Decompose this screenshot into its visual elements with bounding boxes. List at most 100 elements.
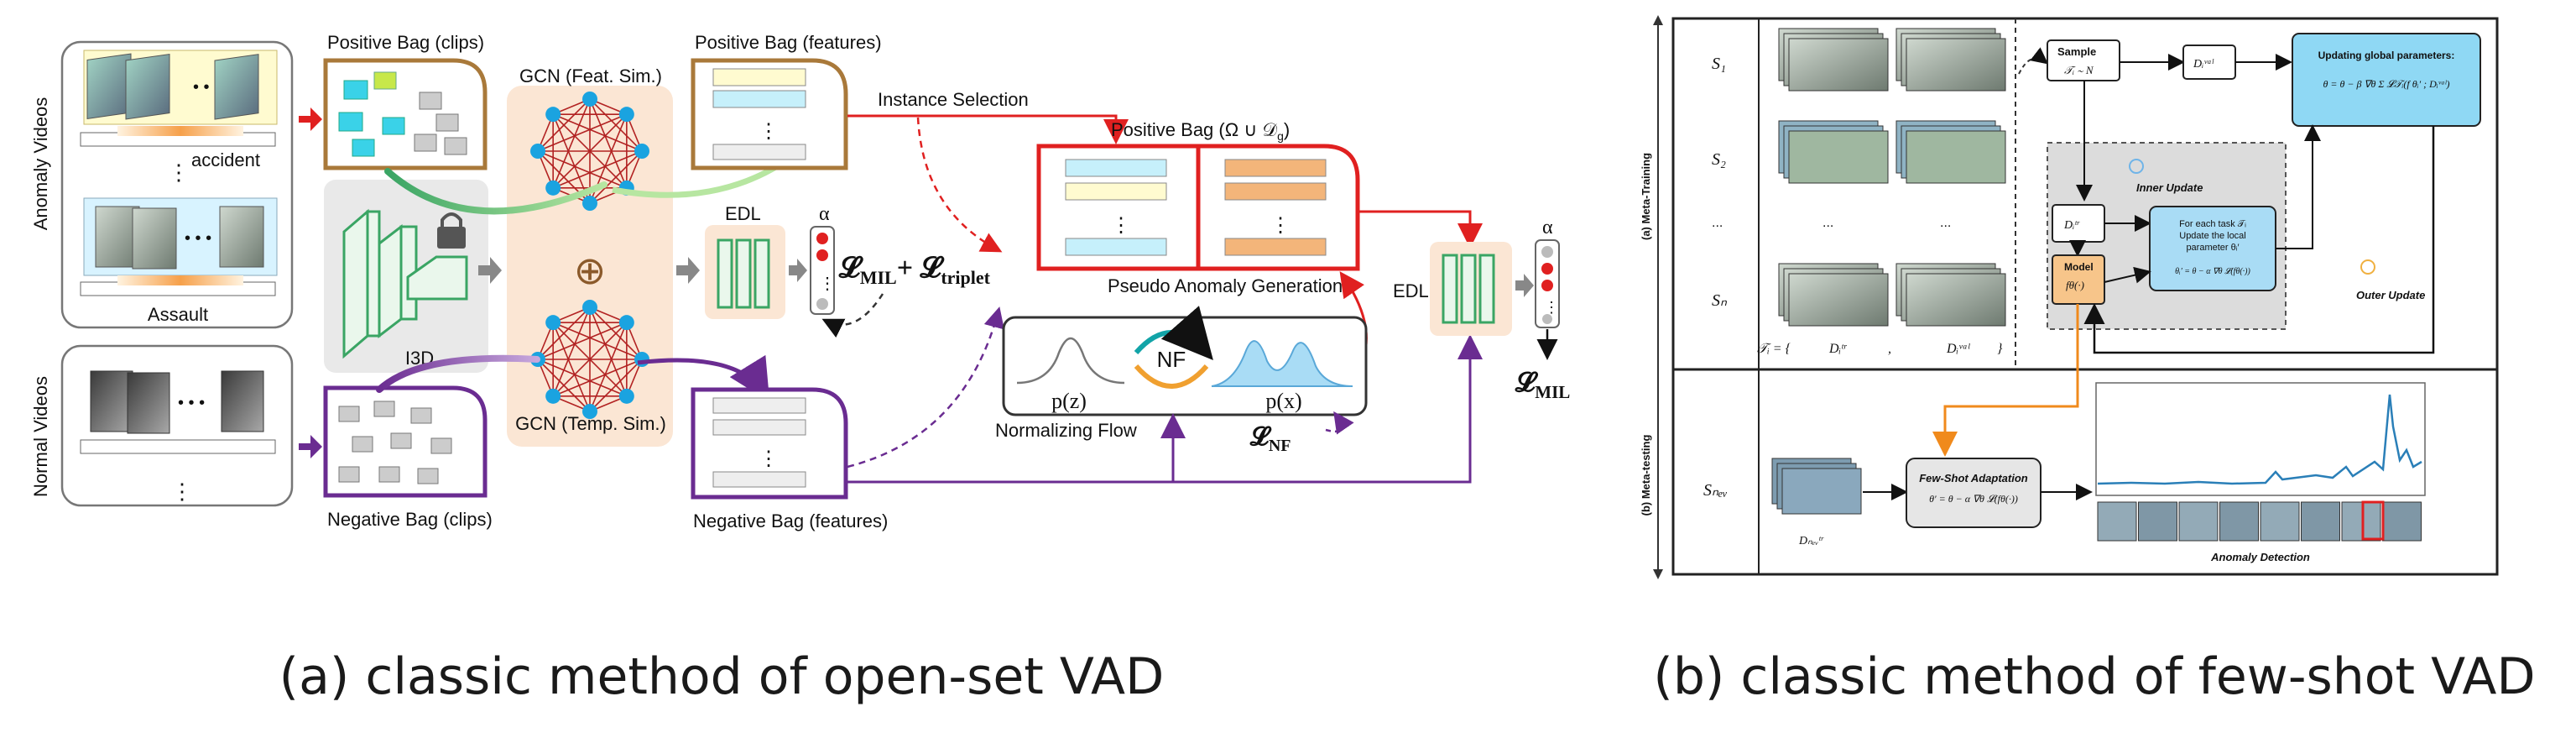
nf-cycle-arrow-top [1134,306,1213,361]
arrow-edl2-to-alpha [1515,274,1534,297]
graph-node [634,352,649,367]
positive-bag-union-label: Positive Bag (Ω ∪ 𝒟g) [1111,119,1290,143]
task-s1: S₁ [1712,55,1726,73]
instance-selection-arrow [847,114,1129,144]
pz-curve [1016,337,1125,385]
loss-nf: 𝓛NF [1249,423,1291,455]
graph-node [618,315,634,331]
vertical-ellipsis: ⋮ [1270,214,1291,237]
inner-update-label: Inner Update [2136,181,2203,194]
normal-video-1: • • • [80,370,276,454]
graph-node [545,315,561,331]
graph-edge [552,322,643,360]
dtr-box-label: Dᵢᵗʳ [2063,219,2080,232]
task-box-eq: θᵢ′ = θ − α ∇θ 𝓛(fθ(·)) [2175,267,2250,276]
anomaly-videos-label: Anomaly Videos [30,97,51,231]
video-frame [2382,501,2422,542]
task-sn: Sₙ [1712,291,1728,310]
alpha-dot-red [1541,280,1553,291]
video-thumbnail [132,207,177,270]
union-features-left: ⋮ [1065,159,1167,256]
negative-bag-clips-label: Negative Bag (clips) [327,509,493,530]
instance-selection-label: Instance Selection [878,89,1029,110]
thumb-dots: ... [1822,216,1833,230]
s2-thumbnails [1778,120,2006,184]
positive-flow-arc [384,168,607,215]
edl-label-1: EDL [725,203,761,224]
negative-bag-features-box [691,387,848,500]
triplet-dashed-arrow-red [916,117,1003,253]
feature-row [712,90,806,108]
feature-row [712,419,806,436]
anomaly-detection-frames [2097,501,2422,542]
video-thumbnail [86,53,132,119]
px-curve [1211,340,1353,387]
nf-cycle-arrow-bottom [1134,364,1209,389]
graph-node [545,107,561,123]
video-frame [2341,501,2381,542]
detected-anomaly-box [2361,500,2385,541]
graph-node [582,300,597,315]
purple-input-arrow [299,435,322,458]
positive-bag-features-box [691,58,848,170]
vertical-ellipsis: ⋮ [171,479,193,504]
s1-thumbnails [1778,28,2006,92]
vertical-ellipsis: ⋮ [759,448,779,470]
video-frame [2301,501,2340,542]
alpha-dot-red [816,249,828,261]
video-frame [2097,501,2137,542]
graph-node [545,180,561,196]
vertical-ellipsis: ⋮ [759,120,779,143]
update-global-eq: θ = θ − β ∇θ Σ 𝓛𝒯ᵢ(f θᵢ′ ; Dᵢᵛᵃˡ) [2323,78,2450,90]
attention-bar [117,126,243,136]
alpha-dot-grey [816,298,828,310]
update-global-title: Updating global parameters: [2318,50,2455,61]
gcn-temp-label: GCN (Temp. Sim.) [515,413,666,434]
video-thumbnail [127,372,170,434]
union-features-right: ⋮ [1224,159,1327,256]
meta-testing-label: (b) Meta-testing [1640,435,1652,516]
panel-a: Anomaly Videos Normal Videos • • • ⋮ acc… [30,32,1570,706]
gcn-feat-graph [530,92,649,211]
video-thumbnail [214,54,259,120]
normalizing-flow-label: Normalizing Flow [995,420,1137,441]
graph-node [530,144,545,159]
graph-edge [552,113,643,152]
arrow-union-to-edl [1359,210,1483,249]
graph-node [634,144,649,159]
caption-b: (b) classic method of few-shot VAD [1653,647,2535,706]
graph-node [618,388,634,404]
task-box-line-3: parameter θᵢ′ [2186,243,2239,253]
negative-flow-arc [376,354,540,393]
task-box-line-2: Update the local [2179,231,2246,241]
frame-ellipsis: • • • [193,78,220,97]
graph-node [545,388,561,404]
negative-clip-cubes [338,401,452,484]
accident-label: accident [191,149,260,170]
graph-node [618,107,634,123]
few-shot-title: Few-Shot Adaptation [1919,472,2028,484]
edl-label-2: EDL [1393,280,1429,301]
edl-block-1 [717,238,770,309]
feature-row [712,144,806,160]
task-set-label: 𝒯ᵢ = { Dᵢᵗʳ , Dᵢᵛᵃˡ } [1757,342,2003,356]
graph-edge [552,113,591,204]
assault-label: Assault [148,304,208,325]
loss-mil: 𝓛MIL [1515,367,1570,402]
gcn-temp-graph [530,300,649,419]
video-thumbnail [219,206,264,268]
lock-icon [437,212,466,249]
attention-bar [117,275,243,285]
positive-bag-features-label: Positive Bag (features) [695,32,882,53]
model-to-fewshot-arrow [1932,304,2079,457]
sample-eq: 𝒯ᵢ ∼ N [2064,64,2094,76]
positive-bag-clips-label: Positive Bag (clips) [327,32,484,53]
feature-row [712,471,806,488]
i3d-block [342,208,468,359]
nf-label: NF [1157,347,1186,372]
pz-label: p(z) [1051,389,1087,413]
triplet-dashed-arrow-purple [847,306,1004,469]
negative-to-edl-arrow [1173,334,1483,484]
outer-update-label: Outer Update [2356,289,2425,301]
arrow-i3d-to-gcn [478,257,502,284]
